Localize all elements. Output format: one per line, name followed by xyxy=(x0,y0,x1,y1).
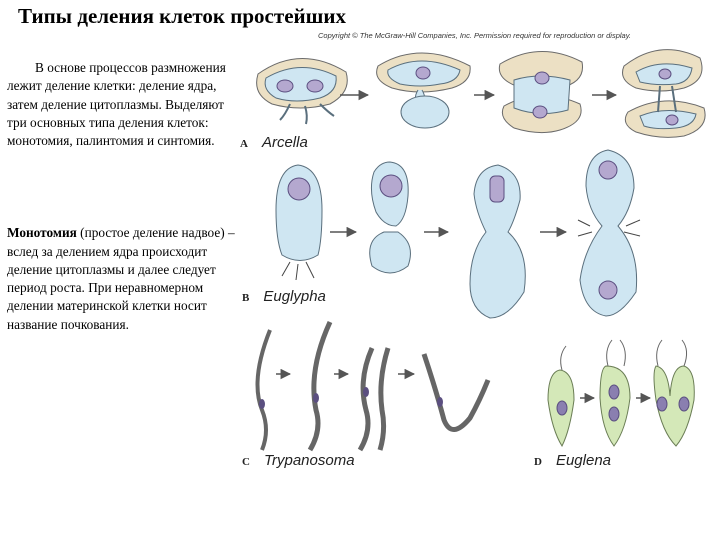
panel-label-c: C Trypanosoma xyxy=(242,452,355,469)
euglena-sequence xyxy=(548,340,694,446)
trypanosoma-cell-3 xyxy=(360,348,388,450)
euglypha-cell-2 xyxy=(370,162,411,273)
euglypha-cell-4 xyxy=(578,150,640,316)
panel-name-b: Euglypha xyxy=(263,288,326,305)
panel-letter-c: C xyxy=(242,456,250,468)
euglypha-cell-3 xyxy=(470,165,525,318)
panel-letter-a: A xyxy=(240,138,248,150)
panel-letter-b: B xyxy=(242,292,249,304)
panel-label-d: D Euglena xyxy=(534,452,611,469)
arcella-cell-4 xyxy=(623,50,706,138)
arcella-cell-1 xyxy=(257,58,348,124)
arcella-cell-3 xyxy=(499,51,582,132)
panel-name-d: Euglena xyxy=(556,452,611,469)
panel-name-c: Trypanosoma xyxy=(264,452,355,469)
trypanosoma-sequence xyxy=(258,322,489,450)
euglypha-sequence xyxy=(276,150,640,318)
trypanosoma-cell-4 xyxy=(424,354,488,430)
panel-label-a: A Arcella xyxy=(240,134,308,151)
euglena-cell-2 xyxy=(600,366,630,446)
trypanosoma-cell-2 xyxy=(310,322,330,450)
arcella-sequence xyxy=(257,50,706,138)
panel-label-b: B Euglypha xyxy=(242,288,326,305)
panel-letter-d: D xyxy=(534,456,542,468)
euglypha-cell-1 xyxy=(276,165,322,280)
arcella-cell-2 xyxy=(377,53,471,128)
panel-name-a: Arcella xyxy=(262,134,308,151)
trypanosoma-cell-1 xyxy=(258,330,271,450)
